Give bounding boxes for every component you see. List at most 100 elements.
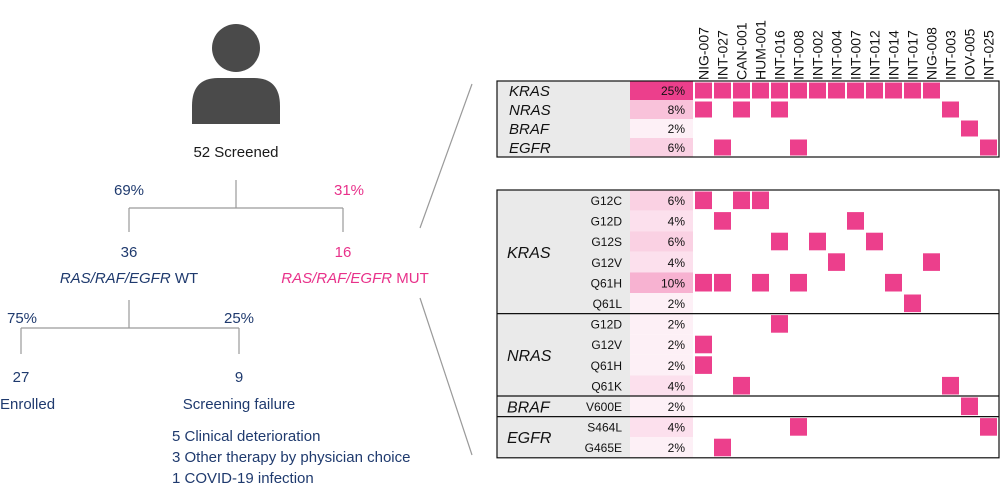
failure-reason: 3 Other therapy by physician choice — [172, 449, 410, 466]
failure-reason: 5 Clinical deterioration — [172, 428, 320, 445]
variant-label: Q61H — [591, 359, 622, 373]
wt-suffix: WT — [171, 270, 199, 287]
patient-header: NIG-008 — [924, 27, 940, 80]
gene-percent: 6% — [668, 141, 686, 155]
patient-header: INT-004 — [829, 30, 845, 80]
patient-header: INT-017 — [905, 30, 921, 80]
patient-header: INT-008 — [791, 30, 807, 80]
variant-percent-cell — [630, 293, 693, 314]
flow-connectors — [20, 83, 473, 456]
mutation-cell — [695, 335, 712, 354]
variant-group-gene: KRAS — [507, 245, 551, 262]
mutation-cell — [904, 82, 921, 99]
variant-percent-cell — [630, 334, 693, 355]
variant-label: S464L — [587, 421, 622, 435]
variant-group-gene: BRAF — [507, 399, 551, 416]
variant-label: Q61L — [593, 297, 623, 311]
gene-percent-cell — [630, 119, 693, 138]
variant-percent-cell — [630, 354, 693, 376]
mutation-cell — [733, 191, 750, 210]
mut-group-label: RAS/RAF/EGFR MUT — [281, 270, 429, 287]
mutation-cell — [733, 82, 750, 99]
patient-header: INT-014 — [886, 30, 902, 80]
mutation-cell — [771, 101, 788, 118]
mutation-cell — [695, 191, 712, 210]
mutation-cell — [923, 253, 940, 271]
mutation-cell — [695, 356, 712, 374]
mutation-cell — [714, 438, 731, 457]
wt-gene-set: RAS/RAF/EGFR — [60, 270, 171, 287]
gene-percent-cell — [630, 81, 693, 100]
wt-percent: 69% — [114, 182, 144, 199]
patient-header: INT-002 — [810, 30, 826, 80]
mutation-cell — [980, 418, 997, 436]
mutation-cell — [885, 82, 902, 99]
patient-header: IOV-005 — [962, 28, 978, 80]
wt-count: 36 — [121, 244, 138, 261]
variant-group-gene: EGFR — [507, 430, 552, 447]
mutation-cell — [980, 139, 997, 156]
gene-percent: 2% — [668, 122, 686, 136]
variant-percent-cell — [630, 396, 693, 417]
gene-percent: 25% — [661, 84, 685, 98]
variant-percent: 2% — [668, 441, 686, 455]
mutation-cell — [942, 101, 959, 118]
mutation-cell — [961, 120, 978, 137]
mutation-cell — [923, 82, 940, 99]
mutation-cell — [752, 191, 769, 210]
mutation-cell — [714, 82, 731, 99]
wt-group-label: RAS/RAF/EGFR WT — [60, 270, 198, 287]
mutation-cell — [752, 82, 769, 99]
gene-label: EGFR — [509, 140, 551, 157]
mutation-cell — [790, 273, 807, 292]
variant-label: G12V — [591, 256, 622, 270]
mutation-cell — [790, 139, 807, 156]
mutation-cell — [771, 315, 788, 333]
patient-header: INT-025 — [981, 30, 997, 80]
mutation-cell — [942, 376, 959, 395]
variant-label-column — [497, 396, 630, 417]
patient-header: INT-016 — [772, 30, 788, 80]
mutation-cell — [790, 82, 807, 99]
gene-label: BRAF — [509, 121, 550, 138]
mutation-cell — [809, 232, 826, 251]
mutation-cell — [752, 273, 769, 292]
gene-label: NRAS — [509, 102, 551, 119]
mutation-cell — [828, 82, 845, 99]
mut-percent: 31% — [334, 182, 364, 199]
mutation-cell — [790, 418, 807, 436]
variant-percent-cell — [630, 416, 693, 438]
variant-label-column — [497, 190, 630, 314]
variant-label: G12D — [591, 318, 623, 332]
mutation-cell — [771, 232, 788, 251]
mutation-cell — [695, 101, 712, 118]
mutation-cell — [733, 101, 750, 118]
gene-label: KRAS — [509, 83, 550, 100]
variant-group-gene: NRAS — [507, 348, 552, 365]
mutation-cell — [714, 273, 731, 292]
mutation-cell — [714, 212, 731, 230]
failure-count: 9 — [235, 369, 243, 386]
variant-percent: 6% — [668, 194, 686, 208]
variant-percent-cell — [630, 231, 693, 252]
mutation-cell — [809, 82, 826, 99]
variant-percent-cell — [630, 190, 693, 211]
variant-panel-border — [496, 189, 1000, 459]
variant-label: G12D — [591, 215, 623, 229]
variant-percent-cell — [630, 437, 693, 458]
variant-label: G12S — [591, 235, 622, 249]
patient-header: INT-012 — [867, 30, 883, 80]
variant-percent-cell — [630, 313, 693, 335]
patient-header: CAN-001 — [734, 22, 750, 80]
variant-percent-cell — [630, 251, 693, 273]
variant-percent: 6% — [668, 235, 686, 249]
variant-percent: 2% — [668, 318, 686, 332]
mut-count: 16 — [335, 244, 352, 261]
mutation-cell — [847, 82, 864, 99]
variant-label-column — [497, 416, 630, 458]
mutation-cell — [866, 232, 883, 251]
mutation-cell — [714, 139, 731, 156]
variant-label: G12C — [591, 194, 623, 208]
failure-reason: 1 COVID-19 infection — [172, 470, 314, 485]
